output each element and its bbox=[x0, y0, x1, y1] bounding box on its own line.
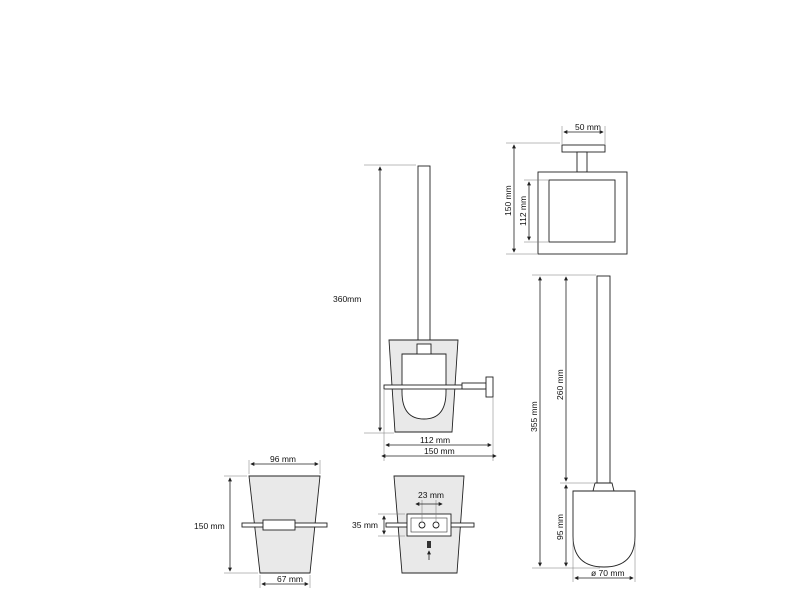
mount-screw-hole-left bbox=[418, 521, 426, 529]
brush-handle-label: 260 mm bbox=[555, 369, 565, 400]
mount-height-label: 35 mm bbox=[352, 520, 378, 530]
cup-bottom-width-label: 67 mm bbox=[277, 574, 303, 584]
mount-spacing-label: 23 mm bbox=[418, 490, 444, 500]
cup-holder-clip bbox=[262, 519, 296, 531]
mount-set-screw bbox=[427, 541, 431, 548]
front-view: 360mm 112 mm 150 mm bbox=[333, 164, 497, 461]
mount-plate bbox=[406, 513, 452, 537]
mount-view: 23 mm 35 mm bbox=[352, 475, 475, 574]
top-height-outer-label: 150 mm bbox=[503, 185, 513, 216]
front-width-inner-label: 112 mm bbox=[420, 435, 450, 445]
brush-handle bbox=[596, 275, 611, 484]
brush-total-label: 355 mm bbox=[529, 401, 539, 432]
mount-plate-slot bbox=[410, 517, 448, 533]
top-height-inner-label: 112 mm bbox=[518, 196, 528, 226]
front-brush-collar bbox=[416, 343, 432, 355]
top-frame-inner bbox=[548, 179, 616, 243]
cup-view: 96 mm 150 mm 67 mm bbox=[194, 454, 328, 588]
front-width-outer-label: 150 mm bbox=[424, 446, 455, 456]
top-bracket-arm bbox=[576, 151, 588, 173]
brush-diameter-label: ø 70 mm bbox=[591, 568, 625, 578]
top-wall-plate bbox=[561, 144, 606, 153]
brush-head bbox=[572, 490, 636, 568]
front-wall-arm bbox=[461, 382, 487, 390]
front-height-label: 360mm bbox=[333, 294, 361, 304]
cup-height-label: 150 mm bbox=[194, 521, 225, 531]
mount-screw-hole-right bbox=[432, 521, 440, 529]
brush-collar bbox=[592, 482, 615, 492]
cup-top-width-label: 96 mm bbox=[270, 454, 296, 464]
brush-head-label: 95 mm bbox=[555, 514, 565, 540]
front-wall-plate bbox=[485, 376, 494, 398]
top-bracket-width-label: 50 mm bbox=[575, 122, 601, 132]
front-brush-handle bbox=[417, 165, 431, 349]
brush-view: 355 mm 260 mm 95 mm ø 70 mm bbox=[529, 274, 636, 582]
top-view: 50 mm 150 mm 112 mm bbox=[503, 122, 628, 255]
